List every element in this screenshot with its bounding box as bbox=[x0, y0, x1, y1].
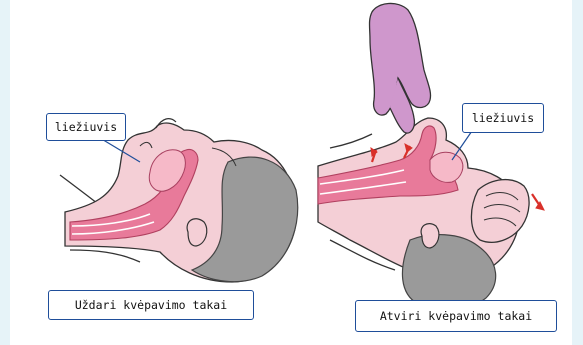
left-caption: Uždari kvėpavimo takai bbox=[48, 290, 254, 320]
pointing-hand bbox=[370, 3, 431, 133]
right-tongue-label: liežiuvis bbox=[462, 103, 544, 133]
left-tongue-label: liežiuvis bbox=[46, 113, 126, 141]
right-tongue-label-text: liežiuvis bbox=[472, 111, 534, 125]
left-caption-text: Uždari kvėpavimo takai bbox=[75, 298, 227, 312]
right-caption-text: Atviri kvėpavimo takai bbox=[380, 309, 532, 323]
right-head-open-airway bbox=[318, 3, 544, 310]
right-ear bbox=[421, 224, 439, 248]
right-tongue bbox=[430, 152, 463, 182]
hand-on-forehead bbox=[471, 180, 529, 243]
right-caption: Atviri kvėpavimo takai bbox=[355, 300, 557, 332]
left-tongue-label-text: liežiuvis bbox=[55, 120, 117, 134]
left-head-closed-airway bbox=[60, 119, 298, 282]
